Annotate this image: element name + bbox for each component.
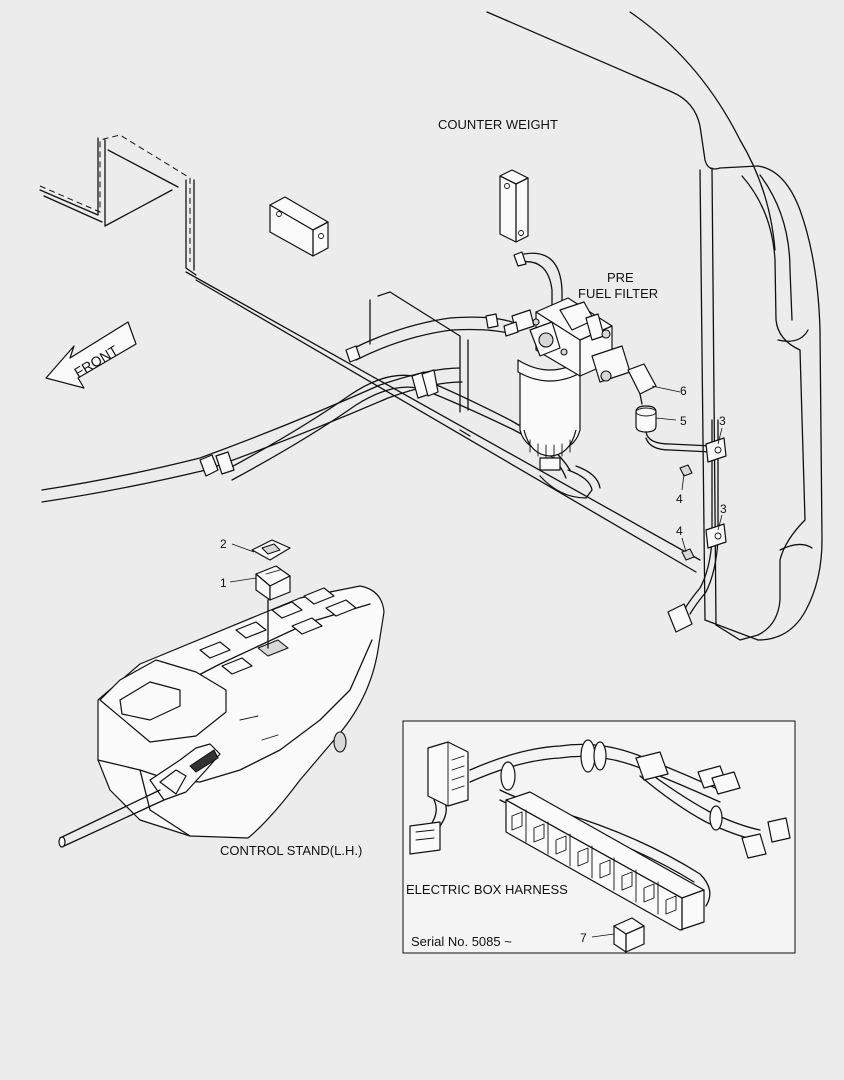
frame-structure [39, 134, 701, 573]
callout-1: 1 [220, 576, 227, 590]
callout-3-upper: 3 [719, 414, 726, 428]
control-stand-label: CONTROL STAND(L.H.) [220, 843, 362, 858]
serial-number-label: Serial No. 5085 ~ [411, 934, 512, 949]
bolt-part-4-lower [681, 548, 695, 561]
callout-4-lower: 4 [676, 524, 683, 538]
clip-part-3-lower [705, 523, 727, 549]
mounting-block-left [269, 196, 329, 257]
control-stand [58, 585, 385, 848]
callout-4-upper: 4 [676, 492, 683, 506]
bolt-part-4-upper [679, 464, 693, 477]
callout-6: 6 [680, 384, 687, 398]
electric-box-harness-inset [402, 720, 796, 954]
mounting-block-right [499, 169, 529, 243]
callout-5: 5 [680, 414, 687, 428]
counterweight [486, 11, 823, 641]
sensor-connector-part-6 [627, 363, 657, 405]
front-arrow: FRONT [45, 321, 137, 389]
counter-weight-label: COUNTER WEIGHT [438, 117, 558, 132]
electric-box-harness-label: ELECTRIC BOX HARNESS [406, 882, 568, 897]
callout-7: 7 [580, 931, 587, 945]
cover-part-2 [251, 539, 291, 561]
callout-leaders [229, 385, 723, 938]
hose-clamps [199, 251, 527, 477]
pre-fuel-filter-label-line2: FUEL FILTER [578, 286, 658, 301]
pre-fuel-filter-label-line1: PRE [607, 270, 634, 285]
callout-3-lower: 3 [720, 502, 727, 516]
fuel-hoses [41, 252, 601, 503]
switch-part-1 [255, 565, 291, 649]
clip-part-3-upper [705, 437, 727, 463]
cap-part-5 [635, 405, 657, 433]
pre-fuel-filter-assembly [503, 297, 631, 471]
callout-2: 2 [220, 537, 227, 551]
